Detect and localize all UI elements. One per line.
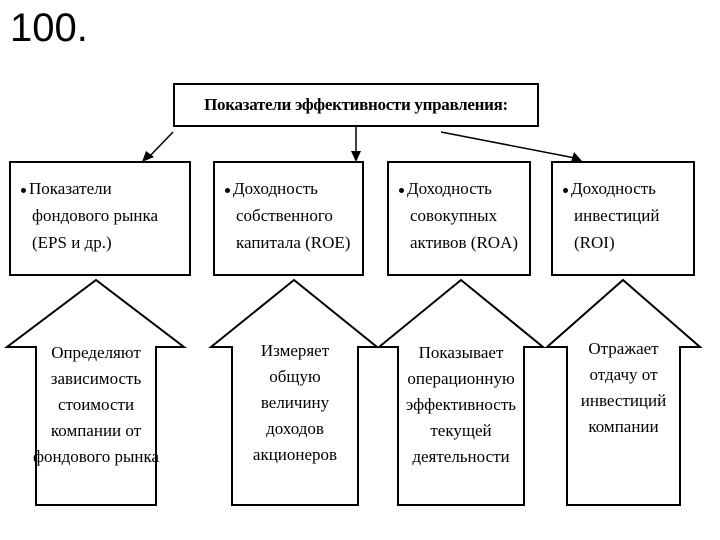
metric-text: Доходность <box>233 179 318 198</box>
metric-line: Показатели <box>21 175 185 202</box>
metric-line: Доходность <box>563 175 689 202</box>
bullet-icon <box>225 187 230 193</box>
description-line: эффективность <box>405 395 516 414</box>
metric-line: (EPS и др.) <box>32 233 112 252</box>
connector-line-1 <box>147 131 174 159</box>
up-arrow-2 <box>208 278 380 506</box>
up-arrow-1 <box>4 278 187 506</box>
description-line: доходов <box>266 419 324 438</box>
metric-box-roi: Доходность инвестиций (ROI) <box>551 161 695 276</box>
description-line: акционеров <box>252 445 338 464</box>
description-line: зависимость <box>50 369 142 388</box>
description-line: деятельности <box>412 447 510 466</box>
bullet-icon <box>399 187 404 193</box>
description-roi: Отражает отдачу от инвестиций компании <box>567 336 680 440</box>
description-line: Измеряет <box>260 341 330 360</box>
description-line: текущей <box>430 421 492 440</box>
metric-line: Доходность <box>399 175 525 202</box>
description-line: Отражает <box>588 339 659 358</box>
metric-text: Доходность <box>571 179 656 198</box>
metric-line: активов (ROA) <box>410 233 519 252</box>
arrowhead-1 <box>142 151 154 162</box>
description-line: фондового рынка <box>32 447 160 466</box>
arrowhead-2 <box>351 151 361 162</box>
description-line: отдачу от <box>589 365 658 384</box>
description-line: величину <box>260 393 330 412</box>
slide-number: 100. <box>10 6 88 50</box>
metric-box-roe: Доходность собственного капитала (ROE) <box>213 161 364 276</box>
up-arrow-4 <box>544 278 703 506</box>
description-eps: Определяют зависимость стоимости компани… <box>32 340 160 470</box>
connector-line-3 <box>440 131 576 159</box>
bullet-icon <box>563 187 568 193</box>
description-line: операционную <box>407 369 515 388</box>
description-roe: Измеряет общую величину доходов акционер… <box>232 338 358 468</box>
metric-line: капитала (ROE) <box>236 233 351 252</box>
bullet-icon <box>21 187 26 193</box>
metric-line: фондового рынка <box>32 206 159 225</box>
header-box: Показатели эффективности управления: <box>173 83 539 127</box>
arrowhead-3 <box>571 152 582 162</box>
metric-text: Показатели <box>29 179 112 198</box>
metric-line: Доходность <box>225 175 358 202</box>
metric-line: инвестиций <box>574 206 660 225</box>
description-line: компании от <box>50 421 142 440</box>
metric-line: (ROI) <box>574 233 615 252</box>
metric-line: собственного <box>236 206 333 225</box>
up-arrow-3 <box>376 278 546 506</box>
description-line: общую <box>269 367 321 386</box>
description-roa: Показывает операционную эффективность те… <box>398 340 524 470</box>
description-line: инвестиций <box>580 391 667 410</box>
description-line: компании <box>588 417 659 436</box>
metric-line: совокупных <box>410 206 498 225</box>
metric-box-roa: Доходность совокупных активов (ROA) <box>387 161 531 276</box>
description-line: Определяют <box>51 343 141 362</box>
description-line: Показывает <box>418 343 504 362</box>
description-line: стоимости <box>57 395 135 414</box>
metric-box-eps: Показатели фондового рынка (EPS и др.) <box>9 161 191 276</box>
metric-text: Доходность <box>407 179 492 198</box>
